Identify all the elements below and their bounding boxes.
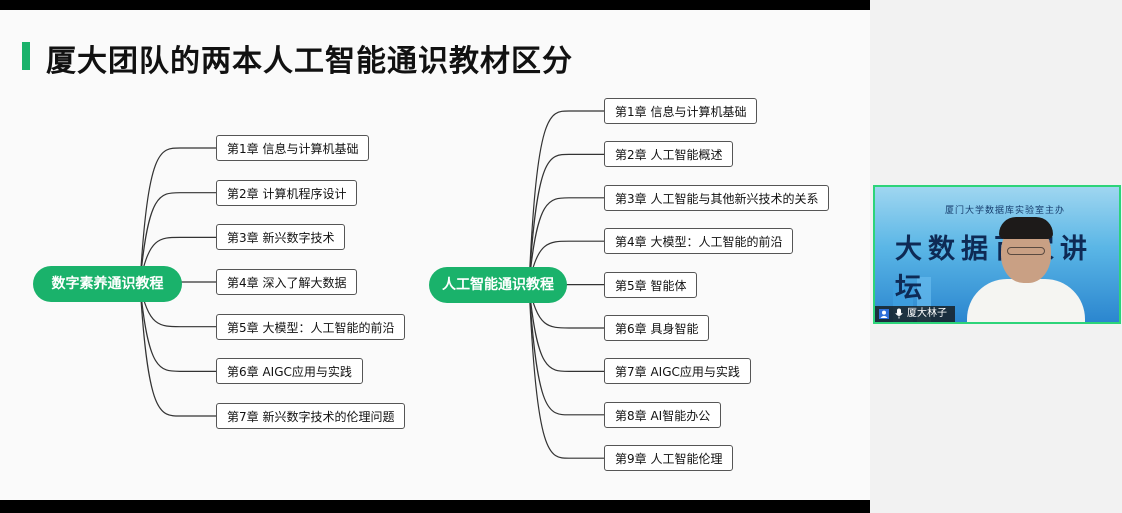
mindmap-root: 数字素养通识教程 (33, 266, 182, 302)
speaker-glasses (1007, 247, 1045, 255)
chapter-node: 第4章 深入了解大数据 (216, 269, 358, 295)
title-accent-bar (22, 42, 30, 70)
chapter-node: 第8章 AI智能办公 (604, 401, 722, 428)
participant-name: 厦大林子雨 (907, 308, 947, 319)
chapter-node: 第3章 新兴数字技术 (216, 224, 346, 251)
chapter-node: 第2章 人工智能概述 (604, 141, 734, 168)
chapter-node: 第5章 大模型：人工智能的前沿 (216, 313, 406, 340)
chapter-node: 第7章 新兴数字技术的伦理问题 (216, 403, 406, 430)
chapter-node: 第3章 人工智能与其他新兴技术的关系 (604, 184, 830, 211)
chapter-node: 第1章 信息与计算机基础 (604, 98, 758, 124)
mindmap-root: 人工智能通识教程 (429, 267, 567, 303)
banner-subtitle: 厦门大学数据库实验室主办 (945, 206, 1066, 216)
chapter-node: 第7章 AIGC应用与实践 (604, 358, 751, 385)
mindmap-branch (528, 284, 604, 459)
mindmap-branch (528, 153, 604, 286)
microphone-icon (895, 308, 903, 319)
mindmap-branch (528, 284, 604, 416)
speaker-hair (999, 217, 1053, 239)
participant-namebar: 厦大林子雨 (875, 306, 955, 322)
mindmap-branch (139, 283, 216, 417)
banner-title: 大数据百家讲坛 (895, 234, 1093, 304)
user-icon (879, 309, 889, 319)
chapter-node: 第2章 计算机程序设计 (216, 179, 358, 206)
video-tile[interactable]: 厦门大学数据库实验室主办 大数据百家讲坛 厦大林子雨 (873, 185, 1121, 324)
top-letterbox (0, 0, 870, 10)
speaker-shirt (967, 279, 1085, 322)
mindmap-branch (528, 197, 604, 286)
chapter-node: 第4章 大模型：人工智能的前沿 (604, 228, 794, 255)
mindmap-branch (139, 283, 216, 372)
chapter-node: 第1章 信息与计算机基础 (216, 135, 370, 161)
bottom-letterbox (0, 500, 870, 513)
mindmap-branch (528, 284, 604, 372)
chapter-node: 第5章 智能体 (604, 271, 698, 298)
chapter-node: 第6章 具身智能 (604, 315, 710, 341)
presentation-slide (0, 10, 870, 500)
slide-title: 厦大团队的两本人工智能通识教材区分 (46, 44, 573, 79)
mindmap-branch (528, 110, 604, 286)
chapter-node: 第9章 人工智能伦理 (604, 445, 734, 472)
chapter-node: 第6章 AIGC应用与实践 (216, 358, 363, 385)
mindmap-branch (139, 147, 216, 285)
mindmap-branch (139, 192, 216, 285)
mindmap-connectors (139, 110, 604, 459)
